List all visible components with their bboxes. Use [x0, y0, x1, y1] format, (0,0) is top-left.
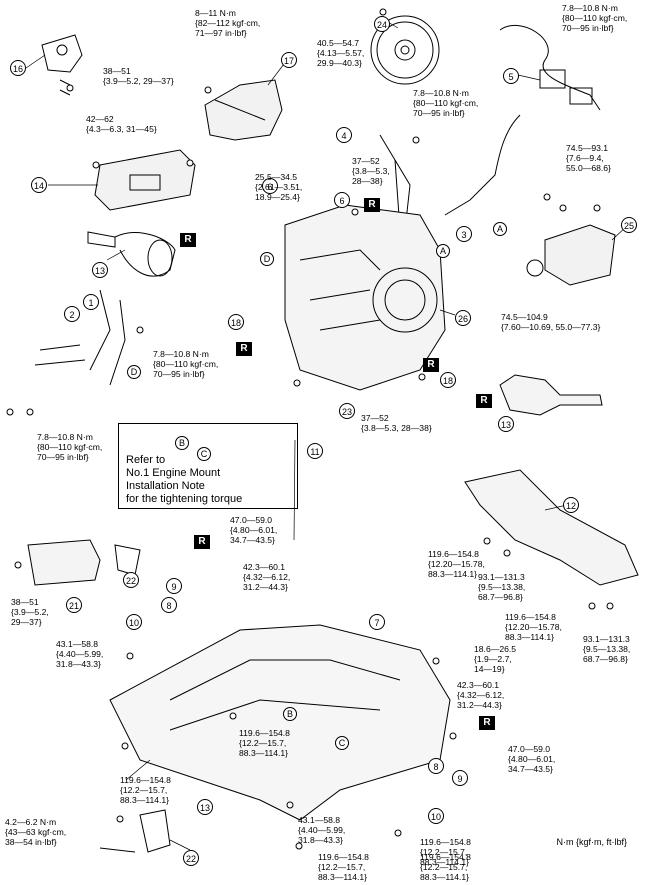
torque-6-left: 25.5—34.5 {2.61—3.51, 18.9—25.4} [255, 172, 303, 202]
torque-9-lower: 47.0—59.0 {4.80—6.01, 34.7—43.5} [508, 744, 556, 774]
mark-A-lower: A [493, 222, 507, 236]
callout-8b: 8 [428, 758, 444, 774]
callout-19b: 18 [440, 372, 456, 388]
callout-21: 22 [123, 572, 139, 588]
torque-10-lower: 43.1—58.8 {4.40—5.99, 31.8—43.3} [298, 815, 346, 845]
callout-6b: 6 [334, 192, 350, 208]
engine-mount-note-box: Refer to No.1 Engine Mount Installation … [118, 423, 298, 509]
callout-23: 25 [621, 217, 637, 233]
torque-25: 37—52 {3.8—5.3, 28—38} [361, 413, 432, 433]
torque-13-right: 119.6—154.8 {12.2—15.7, 88.3—114.1} [420, 837, 471, 867]
drive-shaft-14-left [87, 231, 176, 277]
engine-mount-note: Refer to No.1 Engine Mount Installation … [126, 454, 243, 505]
mount-16 [94, 149, 196, 211]
callout-9a: 9 [166, 578, 182, 594]
callout-14b: 13 [498, 416, 514, 432]
reuse-mark-6: R [194, 535, 210, 549]
callout-10a: 10 [126, 614, 142, 630]
torque-23: 74.5—93.1 {7.6—9.4, 55.0—68.6} [566, 143, 611, 173]
torque-12-right: 119.6—154.8 {12.20—15.78, 88.3—114.1} [505, 612, 562, 642]
mark-D-upper: D [260, 252, 274, 266]
callout-5: 5 [503, 68, 519, 84]
drive-plate-22 [370, 15, 440, 85]
torque-24: 4.2—6.2 N·m {43—63 kgf·cm, 38—54 in·lbf} [5, 817, 67, 847]
callout-3: 3 [456, 226, 472, 242]
unit-legend: N·m {kgf·m, ft·lbf} [556, 837, 627, 847]
reuse-mark-2: R [180, 233, 196, 247]
callout-20: 21 [66, 597, 82, 613]
reuse-mark-3: R [236, 342, 252, 356]
drive-shaft-14-right [499, 374, 603, 416]
torque-12-mid: 93.1—131.3 {9.5—13.38, 68.7—96.8} [478, 572, 526, 602]
torque-13-bottom-right: 119.6—154.8 {12.2—15.7, 88.3—114.1} [420, 852, 471, 882]
torque-7: 18.6—26.5 {1.9—2.7, 14—19} [474, 644, 517, 674]
callout-18: 17 [281, 52, 297, 68]
callout-1-label: 16 [10, 60, 26, 76]
callout-2: 2 [64, 306, 80, 322]
mark-C-lower: C [335, 736, 349, 750]
transaxle-26 [284, 204, 446, 391]
callout-24: 22 [183, 850, 199, 866]
torque-6-right: 37—52 {3.8—5.3, 28—38} [352, 156, 390, 186]
starter-20 [27, 539, 101, 586]
torque-5-upper: 7.8—10.8 N·m {80—110 kgf·cm, 70—95 in·lb… [562, 3, 628, 33]
bracket-24 [99, 809, 171, 853]
callout-19a: 18 [228, 314, 244, 330]
callout-10b: 10 [428, 808, 444, 824]
torque-2: 7.8—10.8 N·m {80—110 kgf·cm, 70—95 in·lb… [37, 432, 103, 462]
callout-12: 12 [563, 497, 579, 513]
torque-8-lower: 42.3—60.1 {4.32—6.12, 31.2—44.3} [457, 680, 505, 710]
torque-9-upper: 47.0—59.0 {4.80—6.01, 34.7—43.5} [230, 515, 278, 545]
torque-8-upper: 42.3—60.1 {4.32—6.12, 31.2—44.3} [243, 562, 291, 592]
mark-D-lower: D [127, 365, 141, 379]
callout-26: 26 [455, 310, 471, 326]
torque-13-bottom: 119.6—154.8 {12.2—15.7, 88.3—114.1} [318, 852, 369, 882]
torque-12-far: 93.1—131.3 {9.5—13.38, 68.7—96.8} [583, 634, 631, 664]
shield-21 [114, 544, 141, 576]
torque-22: 40.5—54.7 {4.13—5.57, 29.9—40.3} [317, 38, 365, 68]
reuse-mark-1: R [364, 198, 380, 212]
reuse-mark-4: R [423, 358, 439, 372]
mount-bracket-17 [41, 34, 83, 96]
bolts [6, 8, 614, 850]
torque-1: 7.8—10.8 N·m {80—110 kgf·cm, 70—95 in·lb… [153, 349, 219, 379]
callout-9b: 9 [452, 770, 468, 786]
crossmember-12 [464, 469, 639, 586]
shift-cable-3 [444, 114, 521, 216]
callout-1: 1 [83, 294, 99, 310]
torque-23-bolt: 74.5—104.9 {7.60—10.69, 55.0—77.3} [501, 312, 601, 332]
pipes-1-2 [34, 289, 126, 386]
torque-4: 7.8—10.8 N·m {80—110 kgf·cm, 70—95 in·lb… [413, 88, 479, 118]
harness-5 [499, 24, 601, 111]
callout-8a: 8 [161, 597, 177, 613]
torque-13-left: 119.6—154.8 {12.2—15.7, 88.3—114.1} [120, 775, 171, 805]
bracket-18 [204, 79, 283, 141]
reuse-mark-7: R [479, 716, 495, 730]
torque-18: 8—11 N·m {82—112 kgf·cm, 71—97 in·lbf} [195, 8, 261, 38]
mark-B-upper: B [175, 436, 189, 450]
callout-6a: 6 [262, 178, 278, 194]
reuse-mark-5: R [476, 394, 492, 408]
callout-16: 14 [31, 177, 47, 193]
callout-7: 7 [369, 614, 385, 630]
callout-13: 13 [197, 799, 213, 815]
torque-10-upper: 43.1—58.8 {4.40—5.99, 31.8—43.3} [56, 639, 104, 669]
callout-11: 11 [307, 443, 323, 459]
callout-22: 24 [374, 16, 390, 32]
callout-14a: 13 [92, 262, 108, 278]
torque-12-left: 119.6—154.8 {12.20—15.78, 88.3—114.1} [428, 549, 485, 579]
torque-20: 38—51 {3.9—5.2, 29—37} [11, 597, 49, 627]
mount-23 [526, 224, 616, 286]
callout-4: 4 [336, 127, 352, 143]
mark-B-lower: B [283, 707, 297, 721]
mark-C-upper: C [197, 447, 211, 461]
mark-A-upper: A [436, 244, 450, 258]
torque-17: 38—51 {3.9—5.2, 29—37} [103, 66, 174, 86]
torque-16: 42—62 {4.3—6.3, 31—45} [86, 114, 157, 134]
torque-13-center: 119.6—154.8 {12.2—15.7, 88.3—114.1} [239, 728, 290, 758]
callout-25: 23 [339, 403, 355, 419]
